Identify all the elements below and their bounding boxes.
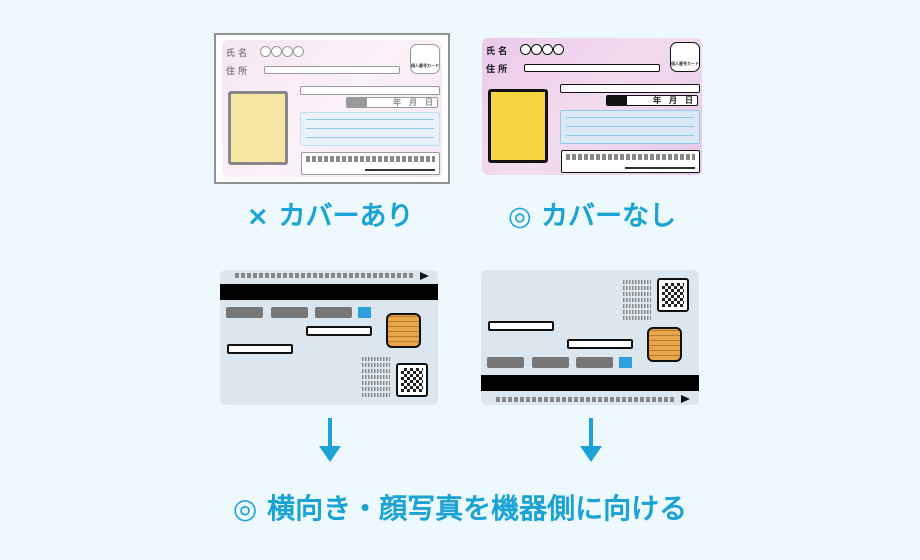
date-black xyxy=(607,96,627,105)
photo-rabbit xyxy=(228,91,288,165)
grey-bar xyxy=(315,307,352,318)
instruction-text: ◎ 横向き・顔写真を機器側に向ける xyxy=(232,492,688,525)
date-field: 年 月 日 xyxy=(346,97,438,108)
blue-square xyxy=(619,357,632,368)
photo-rabbit xyxy=(488,89,548,163)
white-field xyxy=(306,326,372,336)
number-field xyxy=(301,152,440,175)
magnetic-stripe xyxy=(481,375,699,391)
date-black xyxy=(347,98,367,107)
name-circle xyxy=(293,46,304,57)
back-card-stripe-bottom xyxy=(481,270,699,405)
line-field xyxy=(560,84,700,93)
grey-bar xyxy=(576,357,613,368)
number-dots xyxy=(566,154,695,160)
info-field xyxy=(300,112,440,146)
logo-text: 個人番号カード xyxy=(671,61,699,66)
qr-pattern xyxy=(401,368,423,392)
ic-chip-icon xyxy=(386,313,421,348)
white-field xyxy=(488,321,554,331)
date-label: 年 月 日 xyxy=(653,96,693,105)
blue-square xyxy=(358,307,371,318)
logo-rabbit-icon: 個人番号カード xyxy=(410,44,440,74)
date-field: 年 月 日 xyxy=(606,95,698,106)
info-line xyxy=(306,137,434,138)
magnetic-stripe xyxy=(220,284,438,300)
info-line xyxy=(306,128,434,129)
ic-chip-icon xyxy=(647,327,682,362)
name-circle xyxy=(531,44,542,55)
name-circle xyxy=(542,44,553,55)
address-field xyxy=(524,64,660,72)
qr-code-icon xyxy=(657,278,689,312)
info-line xyxy=(566,126,694,127)
qr-pattern xyxy=(662,283,684,307)
dot-row xyxy=(235,273,413,278)
down-arrow-icon xyxy=(319,418,341,462)
dot-grid xyxy=(623,278,651,320)
grey-bar xyxy=(532,357,569,368)
number-line xyxy=(625,167,695,169)
name-circle xyxy=(271,46,282,57)
white-field xyxy=(227,344,293,354)
label-with-cover: × カバーあり xyxy=(246,201,414,232)
address-label: 住 所 xyxy=(486,65,508,75)
name-circle xyxy=(520,44,531,55)
name-label: 氏 名 xyxy=(486,47,508,57)
name-circle xyxy=(260,46,271,57)
grey-bar xyxy=(487,357,524,368)
logo-rabbit-icon: 個人番号カード xyxy=(670,42,700,72)
logo-text: 個人番号カード xyxy=(411,63,439,68)
qr-code-icon xyxy=(396,363,428,397)
label-without-cover: ◎ カバーなし xyxy=(508,201,676,232)
date-label: 年 月 日 xyxy=(393,98,433,107)
number-dots xyxy=(306,156,435,162)
dot-grid xyxy=(362,355,390,397)
back-card-stripe-top xyxy=(220,270,438,405)
info-line xyxy=(566,135,694,136)
address-field xyxy=(264,66,400,74)
address-label: 住 所 xyxy=(226,67,248,77)
number-field xyxy=(561,150,700,173)
name-circle xyxy=(553,44,564,55)
triangle-icon xyxy=(681,395,690,403)
name-label: 氏 名 xyxy=(226,49,248,59)
grey-bar xyxy=(271,307,308,318)
triangle-icon xyxy=(420,272,429,280)
info-field xyxy=(560,110,700,144)
number-line xyxy=(365,169,435,171)
down-arrow-icon xyxy=(580,418,602,462)
dot-row xyxy=(496,397,674,402)
line-field xyxy=(300,86,440,95)
name-circle xyxy=(282,46,293,57)
info-line xyxy=(566,117,694,118)
white-field xyxy=(567,339,633,349)
grey-bar xyxy=(226,307,263,318)
info-line xyxy=(306,119,434,120)
